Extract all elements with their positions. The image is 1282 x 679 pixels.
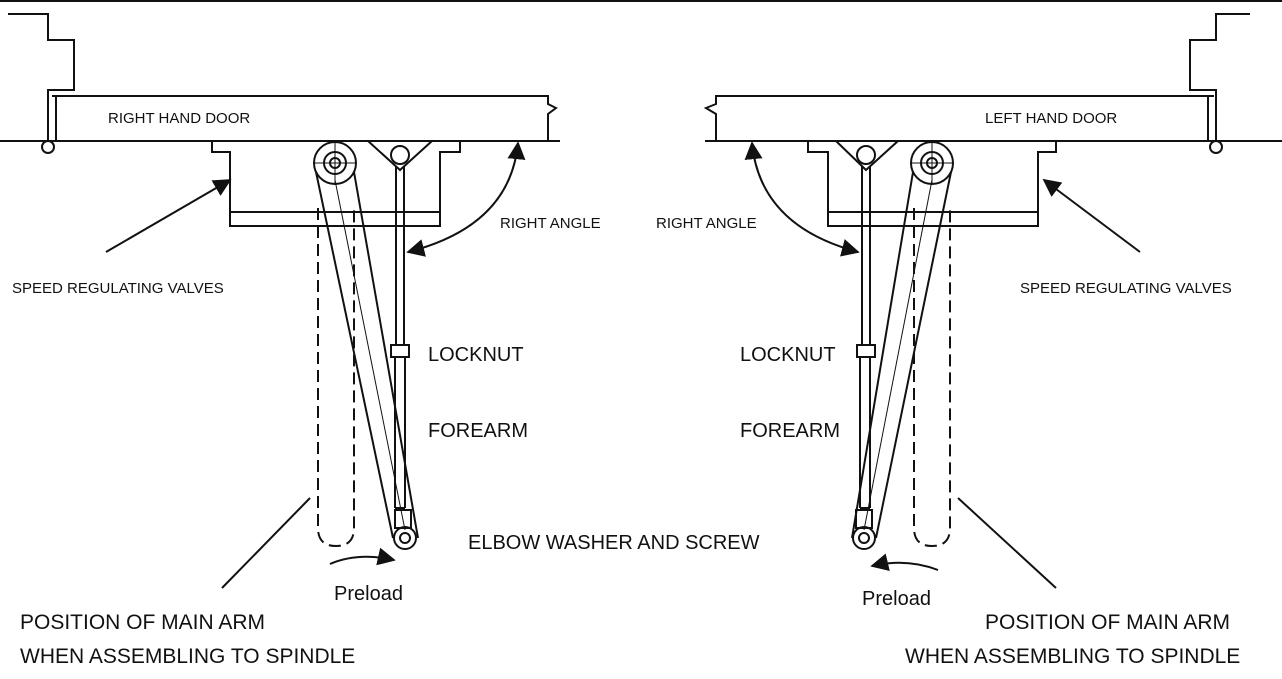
- valves-leader-left: [105, 179, 232, 253]
- forearm-tube-left: [394, 357, 406, 509]
- elbow-washer-right: [852, 526, 876, 550]
- preload-label-right: Preload: [862, 588, 931, 610]
- forearm-label-left: FOREARM: [428, 420, 528, 442]
- preload-label-left: Preload: [334, 583, 403, 605]
- main-arm-centerline-left: [334, 179, 406, 531]
- left-hand-door-label: LEFT HAND DOOR: [985, 110, 1117, 127]
- valves-leader-right: [1042, 178, 1141, 253]
- elbow-washer-and-screw-label: ELBOW WASHER AND SCREW: [468, 532, 760, 554]
- speed-regulating-valves-label-right: SPEED REGULATING VALVES: [1020, 280, 1232, 297]
- forearm-rod-right: [861, 166, 871, 345]
- position-label-right-line1: POSITION OF MAIN ARM: [985, 611, 1230, 634]
- right-angle-label-left: RIGHT ANGLE: [500, 215, 601, 232]
- preload-arc-right: [870, 553, 939, 572]
- arm-shoe-pin-left: [390, 145, 410, 165]
- locknut-label-left: LOCKNUT: [428, 344, 524, 366]
- position-leader-right: [957, 497, 1057, 589]
- elbow-joint-right: [855, 509, 873, 529]
- position-label-right-line2: WHEN ASSEMBLING TO SPINDLE: [905, 645, 1240, 668]
- right-hand-door-label: RIGHT HAND DOOR: [108, 110, 250, 127]
- arm-shoe-pin-right: [856, 145, 876, 165]
- forearm-rod-left: [395, 166, 405, 345]
- position-leader-left: [221, 497, 311, 589]
- locknut-right: [856, 344, 876, 358]
- elbow-screw-left: [399, 532, 411, 544]
- hinge-circle-left: [41, 140, 55, 154]
- hinge-circle-right: [1209, 140, 1223, 154]
- locknut-left: [390, 344, 410, 358]
- elbow-screw-right: [858, 532, 870, 544]
- forearm-tube-right: [859, 357, 871, 509]
- left-hand-door-assembly: [703, 13, 1250, 589]
- right-angle-label-right: RIGHT ANGLE: [656, 215, 757, 232]
- preload-arc-left: [329, 547, 396, 566]
- position-label-left-line1: POSITION OF MAIN ARM: [20, 611, 265, 634]
- main-arm-dashed-position-right: [913, 208, 951, 548]
- speed-regulating-valves-label-left: SPEED REGULATING VALVES: [12, 280, 224, 297]
- forearm-label-right: FOREARM: [740, 420, 840, 442]
- door-frame-profile-left: [8, 13, 75, 141]
- right-angle-arc-left: [406, 141, 526, 257]
- locknut-label-right: LOCKNUT: [740, 344, 836, 366]
- main-arm-dashed-position-left: [317, 208, 355, 548]
- left-hand-door-panel: [703, 95, 1214, 141]
- door-frame-profile-right: [1189, 13, 1250, 141]
- right-angle-arc-right: [744, 141, 860, 257]
- right-hand-door-panel: [52, 95, 558, 141]
- main-arm-centerline-right: [863, 179, 933, 531]
- right-hand-door-assembly: [8, 13, 558, 589]
- elbow-washer-left: [393, 526, 417, 550]
- position-label-left-line2: WHEN ASSEMBLING TO SPINDLE: [20, 645, 355, 668]
